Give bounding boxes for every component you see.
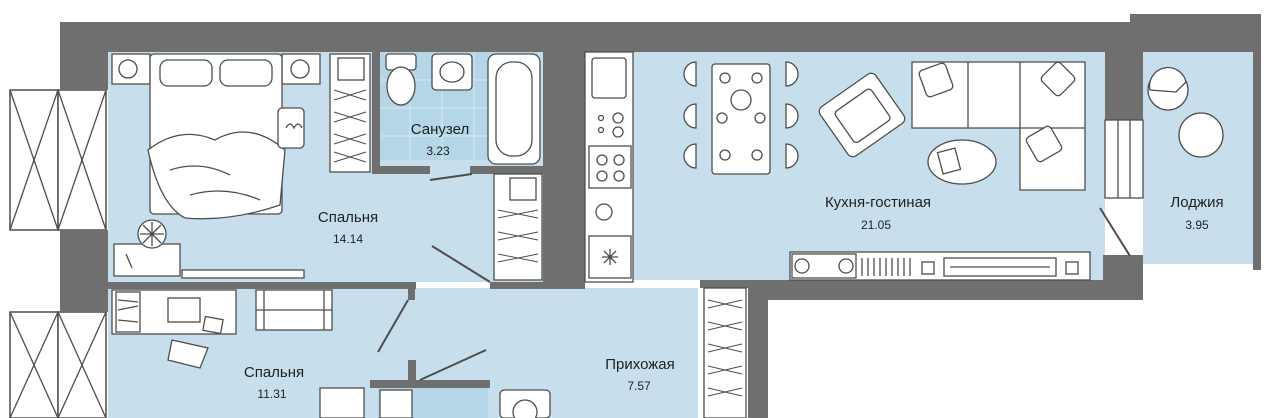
loggia-furniture xyxy=(1147,66,1224,158)
wall-kitchen-loggia-upper xyxy=(1105,52,1143,120)
coffee-table xyxy=(927,139,997,185)
pillow-icon xyxy=(219,59,273,87)
shelf xyxy=(181,269,305,279)
room-name-loggia: Лоджия xyxy=(1170,194,1223,211)
drawer-icon xyxy=(509,177,537,201)
laundry-sink xyxy=(379,389,413,418)
room-labels: Спальня 14.14 Санузел 3.23 Кухня-гостина… xyxy=(244,121,1224,401)
wall-bedroom-hall xyxy=(490,282,585,289)
ottoman xyxy=(277,107,305,149)
room-name-bathroom: Санузел xyxy=(411,121,469,138)
room-name-bedroom-2: Спальня xyxy=(244,364,304,381)
laptop-icon xyxy=(167,297,201,323)
room-name-bedroom-1: Спальня xyxy=(318,209,378,226)
wardrobe-small xyxy=(319,387,365,418)
stove-icon xyxy=(588,145,632,189)
wall-hallway-right xyxy=(748,280,768,418)
room-area-bedroom-1: 14.14 xyxy=(333,232,363,246)
walls xyxy=(60,14,1261,418)
wall-kitchen-bottom xyxy=(748,280,1143,300)
wall-hall-top xyxy=(700,280,748,288)
toilet-icon xyxy=(386,66,416,106)
kitchen-furniture xyxy=(584,51,1091,283)
wall-lower-bath-stub xyxy=(408,360,416,384)
fan-icon xyxy=(290,59,310,79)
washer-icon xyxy=(512,399,538,418)
room-area-loggia: 3.95 xyxy=(1185,218,1209,232)
fan-icon xyxy=(118,59,138,79)
vase-icon xyxy=(730,89,752,111)
door-bedroom-1 xyxy=(431,245,491,283)
room-name-kitchen-living: Кухня-гостиная xyxy=(825,194,931,211)
room-area-bedroom-2: 11.31 xyxy=(257,387,286,401)
door-bathroom xyxy=(429,173,473,181)
room-area-bathroom: 3.23 xyxy=(426,144,450,158)
wall-left-upper xyxy=(60,22,108,90)
desk-chair xyxy=(167,339,209,369)
room-area-kitchen-living: 21.05 xyxy=(861,218,891,232)
room-name-hallway: Прихожая xyxy=(605,356,675,373)
hall-wardrobe xyxy=(703,287,747,418)
wall-loggia-right xyxy=(1253,14,1261,270)
wall-left-mid xyxy=(60,230,108,312)
wall-top xyxy=(60,22,1132,52)
wall-bath-bottom-left xyxy=(372,166,430,174)
wall-top-right xyxy=(1130,14,1260,52)
wall-bedrooms-stub xyxy=(408,282,415,300)
sink-icon xyxy=(439,61,465,83)
kitchen-sink-icon xyxy=(591,57,627,99)
wall-bedroom-kitchen xyxy=(543,52,585,282)
wall-bath-bottom-right xyxy=(470,166,543,174)
armchair xyxy=(818,72,906,158)
hallway-furniture xyxy=(379,287,747,418)
door-lower-bath xyxy=(419,349,487,381)
vanity-desk xyxy=(113,243,181,277)
washer-icon xyxy=(595,203,613,221)
bookshelf-icon xyxy=(115,291,141,333)
bathtub-icon xyxy=(495,61,533,157)
windows-left xyxy=(9,89,107,418)
wall-bath-left xyxy=(372,52,380,174)
bedroom-2-furniture xyxy=(111,289,365,418)
wall-bedrooms xyxy=(108,282,416,289)
chairs xyxy=(683,61,799,169)
door-bedroom-2 xyxy=(377,299,409,353)
wall-lower-bath-top xyxy=(370,380,490,388)
bathroom-furniture xyxy=(385,53,541,165)
drawer-icon xyxy=(337,57,365,81)
doors xyxy=(377,119,1144,381)
bedroom-1-furniture xyxy=(111,53,543,281)
loggia-window xyxy=(1104,119,1144,199)
pillow-icon xyxy=(159,59,213,87)
round-table xyxy=(1178,112,1224,158)
dining-table xyxy=(711,63,771,175)
room-area-hallway: 7.57 xyxy=(627,379,651,393)
door-loggia xyxy=(1099,207,1131,257)
